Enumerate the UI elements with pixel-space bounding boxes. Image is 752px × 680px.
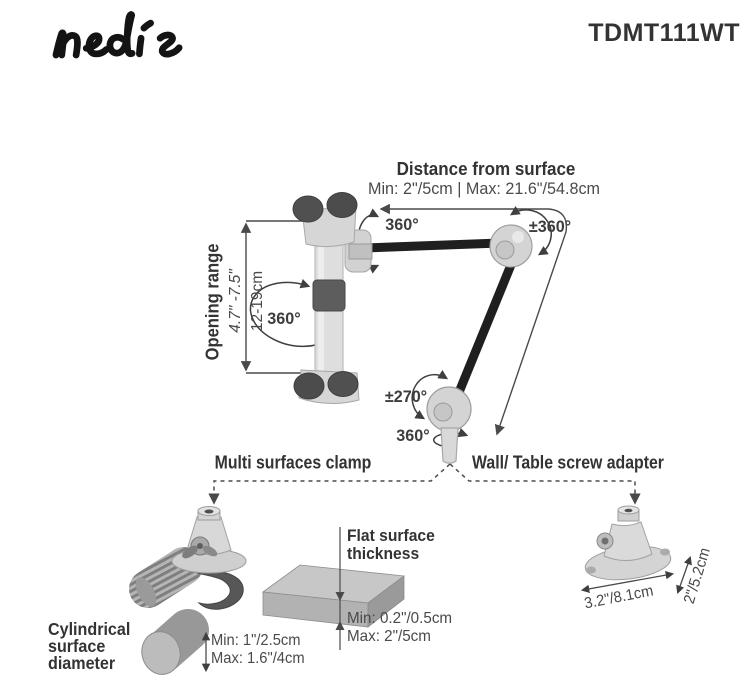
holder-pad bbox=[326, 192, 358, 218]
distance-title: Distance from surface bbox=[396, 158, 576, 179]
rotation-label-top-joint: 360° bbox=[385, 215, 419, 235]
nedis-logo-script bbox=[52, 11, 183, 59]
flat-surface-max: Max: 2"/5cm bbox=[347, 628, 431, 645]
cylinder-illustration bbox=[141, 609, 211, 675]
clamp-claw bbox=[193, 570, 244, 610]
opening-range-cm: 12-19cm bbox=[248, 270, 266, 332]
product-code: TDMT111WT bbox=[588, 19, 740, 47]
rotation-arrow-elbow bbox=[509, 205, 552, 256]
dimension-flat-thickness bbox=[335, 527, 345, 650]
rotation-arrow-column bbox=[249, 278, 332, 348]
rotation-label-lower-joint: ±270° bbox=[384, 387, 428, 407]
cylindrical-min: Min: 1"/2.5cm bbox=[211, 632, 301, 649]
opening-range-inches: 4.7" -7.5" bbox=[226, 269, 244, 333]
flat-surface-slab bbox=[261, 564, 406, 628]
lower-arm-rod bbox=[450, 258, 518, 404]
holder-sleeve bbox=[312, 279, 346, 312]
holder-pad bbox=[292, 195, 324, 223]
base-stem bbox=[440, 427, 459, 464]
rotation-label-elbow: ±360° bbox=[528, 217, 572, 237]
flat-surface-min: Min: 0.2"/0.5cm bbox=[347, 610, 453, 627]
cylindrical-title-line3: diameter bbox=[48, 653, 116, 673]
dimension-distance-from-surface bbox=[379, 203, 568, 436]
nedis-logo: nedis bbox=[28, 8, 206, 64]
articulated-arm bbox=[363, 224, 533, 464]
distance-value: Min: 2"/5cm | Max: 21.6"/54.8cm bbox=[368, 179, 600, 198]
holder-pad bbox=[327, 371, 359, 397]
dimension-adapter-depth bbox=[676, 556, 692, 594]
opening-range-title: Opening range bbox=[202, 243, 223, 361]
flat-surface-title-line2: thickness bbox=[347, 544, 420, 563]
cylindrical-title-line1: Cylindrical bbox=[48, 619, 131, 639]
cylinder-face bbox=[141, 631, 181, 675]
mount-options-connector bbox=[208, 463, 641, 505]
flat-surface-title-line1: Flat surface bbox=[347, 526, 435, 545]
adapter-label: Wall/ Table screw adapter bbox=[472, 452, 664, 473]
clamp-illustration bbox=[129, 506, 247, 610]
cylindrical-max: Max: 1.6"/4cm bbox=[211, 650, 305, 667]
rotation-label-column: 360° bbox=[267, 309, 301, 329]
dimension-adapter-width bbox=[580, 570, 675, 594]
holder-pad bbox=[293, 372, 325, 400]
upper-arm-rod bbox=[363, 238, 501, 253]
rotation-arrow-lower-joint bbox=[411, 369, 449, 420]
rotation-label-base: 360° bbox=[396, 426, 430, 446]
screw-adapter-illustration bbox=[580, 505, 692, 594]
tablet-holder bbox=[292, 192, 373, 404]
clamp-label: Multi surfaces clamp bbox=[214, 452, 372, 473]
adapter-cone bbox=[603, 521, 653, 561]
cylindrical-title-line2: surface bbox=[48, 636, 106, 656]
